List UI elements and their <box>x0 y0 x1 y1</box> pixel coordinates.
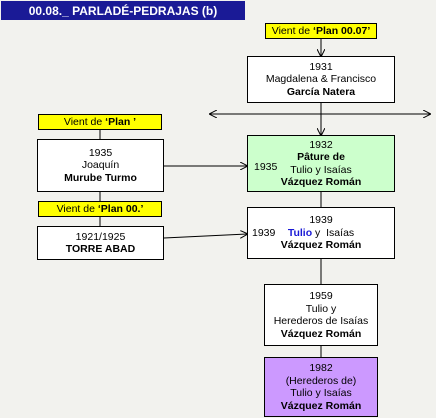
box-year: 1931 <box>309 60 333 73</box>
box-owner-heirs: Herederos de Isaías <box>273 315 369 327</box>
box-year: 1982 <box>309 362 333 374</box>
owner-box-1921: 1921/1925 TORRE ABAD <box>37 226 164 260</box>
label-plan-name: ‘Plan 00.’ <box>97 203 144 215</box>
label-prefix: Vient de <box>63 116 106 128</box>
tulio-name: Tulio <box>287 226 313 239</box>
box-owner-names: Tulio y Isaías <box>288 227 354 240</box>
box-surname: Vázquez Román <box>280 399 362 412</box>
box-owner: Tulio y <box>305 302 337 315</box>
box-owner-names: Tulio y Isaías <box>290 387 352 399</box>
owner-box-1932: 1932 Pâture de Tulio y Isaías Vázquez Ro… <box>247 135 395 192</box>
box-owner-heirs: (Herederos de) <box>285 374 357 387</box>
owner-box-1959: 1959 Tulio y Herederos de Isaías Vázquez… <box>264 284 378 346</box>
owner-box-1935: 1935 Joaquín Murube Turmo <box>37 139 164 192</box>
box-owner-names: Tulio y Isaías <box>290 163 352 176</box>
owner-box-1939: 1939 Tulio y Isaías Vázquez Román <box>247 207 395 259</box>
owner-box-1931: 1931 Magdalena & Francisco García Natera <box>247 56 395 103</box>
box-year: 1935 <box>88 146 113 159</box>
box-surname: Vázquez Román <box>280 239 362 252</box>
box-surname: García Natera <box>286 85 356 98</box>
box-surname: Murube Turmo <box>64 171 137 184</box>
label-plan-name: ‘Plan 00.07’ <box>313 25 371 37</box>
owner-box-1982: 1982 (Herederos de) Tulio y Isaías Vázqu… <box>264 357 378 417</box>
box-owner: TORRE ABAD <box>65 243 136 255</box>
side-year-1935: 1935 <box>254 161 278 173</box>
box-owner: Pâture de <box>297 151 345 163</box>
side-year-1939: 1939 <box>252 227 276 239</box>
label-prefix: Vient de <box>56 203 98 215</box>
label-prefix: Vient de <box>271 25 314 37</box>
box-owner: Joaquín <box>81 159 120 172</box>
box-year: 1921/1925 <box>75 230 126 243</box>
box-surname: Vázquez Román <box>280 327 362 340</box>
label-plan-0007: Vient de ‘Plan 00.07’ <box>265 23 377 39</box>
box-owner: Magdalena & Francisco <box>265 73 377 86</box>
box-year: 1939 <box>309 214 333 227</box>
box-surname: Vázquez Román <box>280 176 362 188</box>
isaias-name: y Isaías <box>312 226 355 239</box>
label-plan-00: Vient de ‘Plan 00.’ <box>38 201 162 217</box>
box-year: 1932 <box>309 138 333 151</box>
label-plan: Vient de ‘Plan ’ <box>38 114 162 130</box>
page-title: 00.08._ PARLADÉ-PEDRAJAS (b) <box>1 1 245 20</box>
label-plan-name: ‘Plan ’ <box>105 116 137 128</box>
box-year: 1959 <box>309 290 333 302</box>
